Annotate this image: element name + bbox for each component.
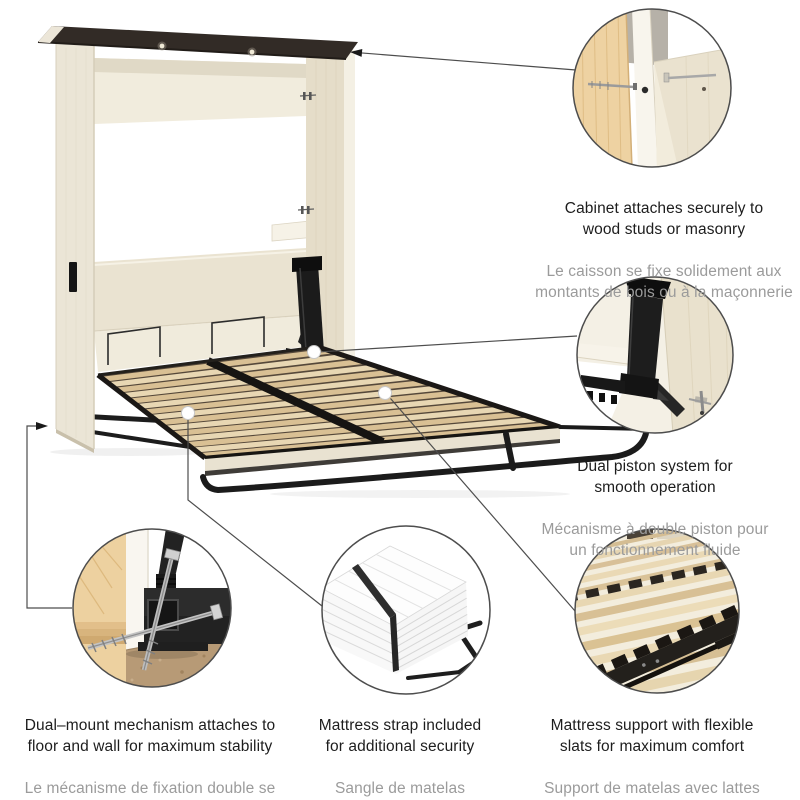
callout-circle-dual-piston (576, 276, 734, 434)
lag-screw-icon (141, 547, 181, 671)
caption-title: Dual piston system for smooth operation (577, 458, 733, 496)
callout-caption-dual-mount: Dual–mount mechanism attaches to floor a… (16, 694, 284, 800)
caption-subtitle: Support de matelas avec lattes flexibles… (544, 780, 760, 797)
piston-closeup (581, 277, 685, 417)
cam-hardware-icon (297, 206, 315, 214)
callout-caption-slat-support: Mattress support with flexible slats for… (514, 694, 790, 800)
floor-shadow (270, 490, 570, 498)
callout-caption-cabinet-attachment: Cabinet attaches securely to wood studs … (520, 177, 800, 324)
mounting-screw-icon (663, 72, 717, 83)
arrowhead-icon (350, 49, 363, 57)
caption-subtitle: Le caisson se fixe solidement aux montan… (535, 263, 793, 301)
center-rail (206, 357, 385, 446)
callout-circle-dual-mount (72, 528, 232, 688)
connector-mattress-strap (187, 419, 323, 607)
caption-subtitle: Sangle de matelas incluse pour une sécur… (334, 780, 466, 797)
wood-stud (573, 9, 632, 167)
strap-bracket (211, 316, 265, 354)
mounting-screw-icon (587, 81, 637, 90)
callout-caption-mattress-strap: Mattress strap included for additional s… (288, 694, 512, 800)
caption-title: Dual–mount mechanism attaches to floor a… (24, 717, 276, 755)
caption-title: Mattress support with flexible slats for… (550, 717, 754, 755)
arrowhead-icon (36, 422, 48, 430)
marker-dot-icon (181, 406, 195, 420)
led-light-icon (249, 49, 255, 55)
caption-title: Cabinet attaches securely to wood studs … (564, 200, 764, 238)
callout-caption-dual-piston: Dual piston system for smooth operation … (520, 435, 790, 582)
screw-head-icon (641, 86, 649, 94)
caption-subtitle: Le mécanisme de fixation double se fixe … (24, 780, 276, 797)
circle-border (572, 8, 732, 168)
bed-front-valance (205, 428, 560, 471)
connector-dual-mount (26, 422, 72, 609)
circle-border (321, 525, 491, 695)
bed-slat-deck (96, 316, 561, 476)
strap-bracket (107, 326, 161, 365)
wood-grain-panel (73, 529, 126, 687)
slat-holder-row (575, 553, 739, 608)
mattress-strap-band (352, 564, 399, 672)
marker-dot-icon (307, 345, 321, 359)
wall-strip (126, 529, 148, 654)
latch-bracket (69, 262, 77, 292)
circle-border (576, 276, 734, 434)
circle-border (72, 528, 232, 688)
callout-circle-cabinet-attachment (572, 8, 732, 168)
callout-connectors (26, 49, 578, 612)
callout-circle-mattress-strap (321, 525, 491, 695)
floor-shadow (50, 448, 210, 456)
caption-subtitle: Mécanisme à double piston pour un foncti… (541, 521, 769, 559)
connector-cabinet-attachment (350, 49, 577, 71)
bolt-icon (688, 390, 712, 415)
connector-slat-support (390, 398, 576, 612)
screw-head-icon (702, 87, 706, 91)
marker-dot-icon (378, 386, 392, 400)
led-light-icon (159, 43, 165, 49)
main-bed-illustration (37, 26, 650, 498)
cam-hardware-icon (299, 92, 317, 100)
marker-dots (181, 345, 392, 420)
cabinet-left-panel (55, 44, 95, 453)
circle-border (574, 528, 740, 694)
caption-title: Mattress strap included for additional s… (318, 717, 482, 755)
callout-circle-slat-support (574, 528, 740, 694)
connector-dual-piston (320, 335, 578, 353)
mattress-closeup (322, 545, 469, 674)
cabinet-top-panel (37, 26, 358, 60)
